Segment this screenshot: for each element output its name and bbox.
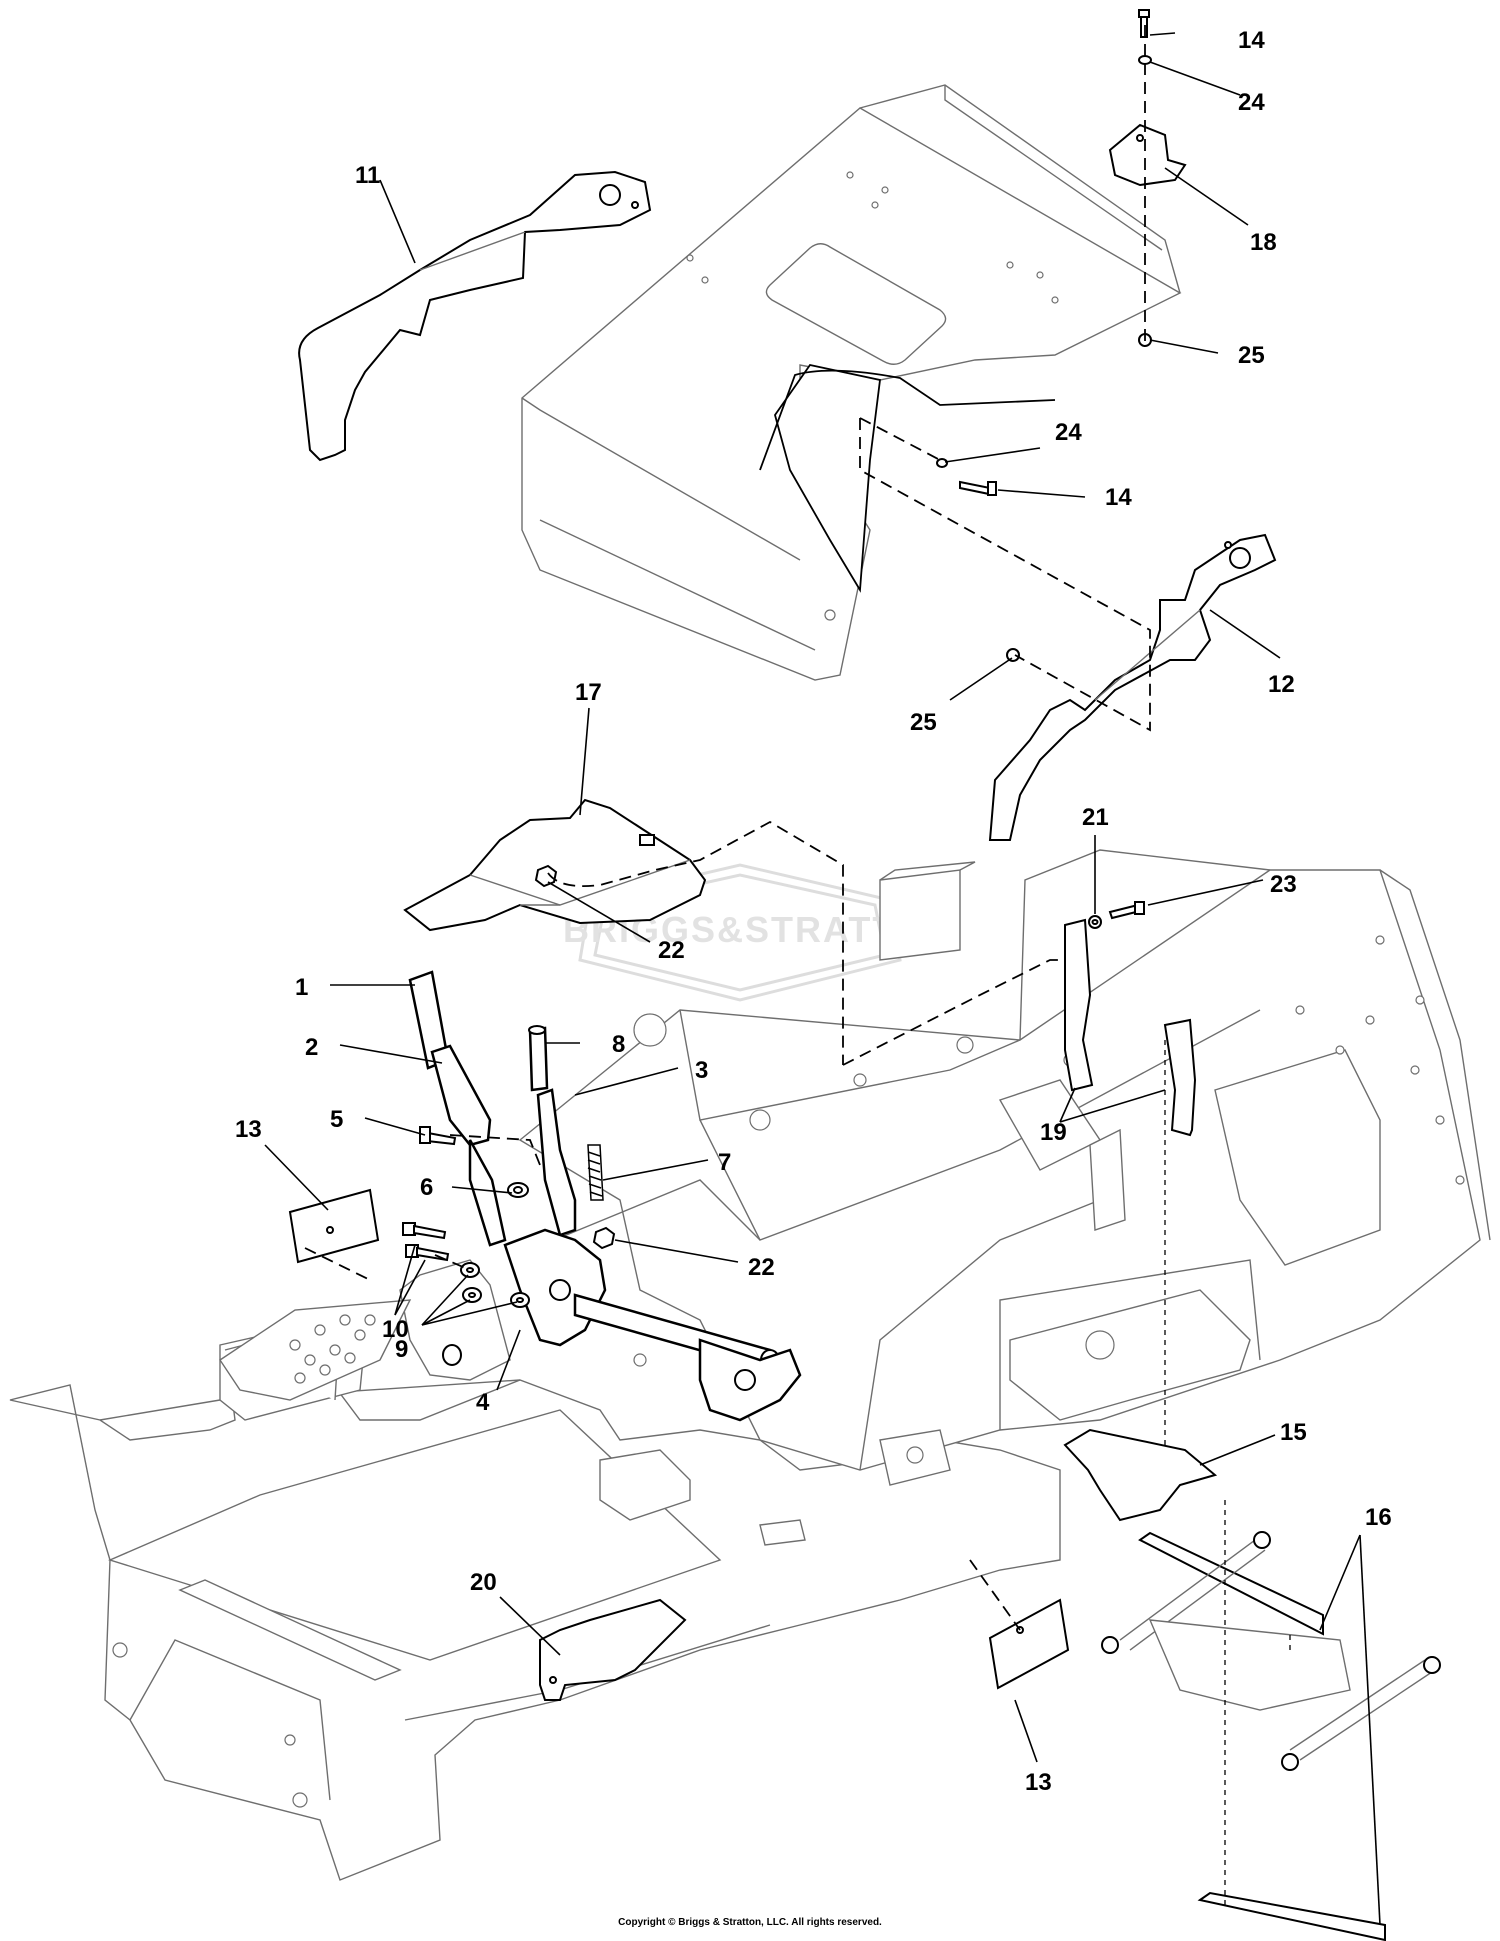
callout-10: 10 xyxy=(382,1316,409,1343)
callout-24-top: 24 xyxy=(1238,89,1265,116)
callout-21: 21 xyxy=(1082,804,1109,831)
top-plate xyxy=(403,798,707,932)
seat-pan xyxy=(521,84,1182,681)
callout-23: 23 xyxy=(1270,871,1297,898)
callout-20: 20 xyxy=(470,1569,497,1596)
foot-plate xyxy=(219,1299,412,1401)
callout-9: 9 xyxy=(395,1336,408,1363)
callout-24-mid: 24 xyxy=(1055,419,1082,446)
callout-3: 3 xyxy=(695,1057,708,1084)
leader-lines xyxy=(264,32,1381,1926)
small-bracket xyxy=(1108,123,1187,187)
callout-5: 5 xyxy=(330,1106,343,1133)
chassis-frame xyxy=(9,849,1491,1881)
callout-4: 4 xyxy=(476,1389,490,1416)
lever-arm xyxy=(536,1088,577,1237)
callout-7: 7 xyxy=(718,1149,731,1176)
lower-plate xyxy=(1063,1428,1218,1522)
straps xyxy=(1064,918,1197,1137)
callout-14-top: 14 xyxy=(1238,27,1265,54)
callout-25-mid: 25 xyxy=(910,709,937,736)
callout-13-right: 13 xyxy=(1025,1769,1052,1796)
callout-22-top: 22 xyxy=(658,937,685,964)
decal-left xyxy=(288,1188,380,1264)
callout-22-low: 22 xyxy=(748,1254,775,1281)
callout-11: 11 xyxy=(355,162,380,189)
callout-1: 1 xyxy=(295,974,308,1001)
callout-17: 17 xyxy=(575,679,602,706)
callout-12: 12 xyxy=(1268,671,1295,698)
right-bracket xyxy=(988,533,1277,841)
callout-numbers: 11 14 24 18 25 24 14 12 25 17 21 23 22 1… xyxy=(235,27,1392,1796)
left-lower-bracket xyxy=(539,1598,687,1701)
callout-19: 19 xyxy=(1040,1119,1067,1146)
control-lever xyxy=(430,1044,492,1147)
callout-14-mid: 14 xyxy=(1105,484,1132,511)
callout-25-top: 25 xyxy=(1238,342,1265,369)
callout-15: 15 xyxy=(1280,1419,1307,1446)
callout-16: 16 xyxy=(1365,1504,1392,1531)
left-bracket xyxy=(298,170,652,462)
copyright-notice: Copyright © Briggs & Stratton, LLC. All … xyxy=(618,1917,882,1928)
alignment-lines xyxy=(304,25,1291,1910)
callout-6: 6 xyxy=(420,1174,433,1201)
spring xyxy=(587,1144,604,1201)
callout-18: 18 xyxy=(1250,229,1277,256)
callout-13-left: 13 xyxy=(235,1116,262,1143)
decal-right xyxy=(988,1598,1070,1690)
pivot-pin xyxy=(528,1026,549,1092)
drag-links xyxy=(1101,1531,1441,1941)
control-assembly xyxy=(288,970,802,1422)
callout-2: 2 xyxy=(305,1034,318,1061)
callout-8: 8 xyxy=(612,1031,625,1058)
